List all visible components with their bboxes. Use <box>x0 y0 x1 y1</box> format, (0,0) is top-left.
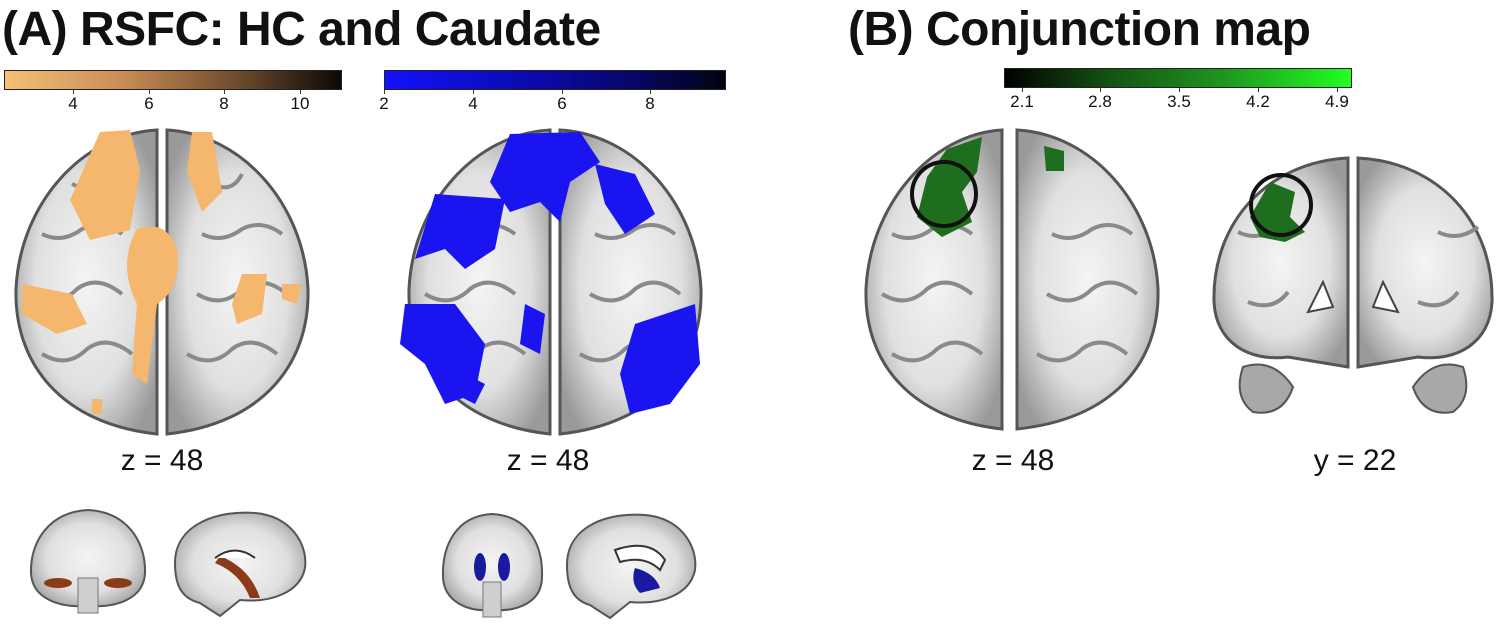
axial-brain-caudate <box>400 128 703 436</box>
colorbar-caudate-tick: 6 <box>557 94 567 113</box>
seed-hc-coronal <box>29 508 147 614</box>
colorbar-caudate <box>384 70 726 90</box>
coronal-brain-conjunction <box>1212 156 1494 414</box>
axial-brain-hc <box>14 128 310 436</box>
colorbar-hc-tick: 10 <box>290 94 310 113</box>
colorbar-caudate-tick: 8 <box>645 94 655 113</box>
colorbar-caudate-tick: 4 <box>468 94 478 113</box>
axial-brain-conjunction <box>864 128 1160 431</box>
slice-label-hc: z = 48 <box>120 444 204 477</box>
colorbar-hc-tick: 6 <box>144 94 154 113</box>
conjunction-overlay-coronal <box>1250 182 1305 242</box>
colorbar-conjunction-tick: 3.5 <box>1167 92 1191 111</box>
slice-label-caudate: z = 48 <box>506 444 590 477</box>
colorbar-conjunction-tick: 4.9 <box>1325 92 1349 111</box>
colorbar-conjunction <box>1004 68 1352 88</box>
colorbar-hc-tick: 8 <box>219 94 229 113</box>
seed-caudate-sagittal <box>565 513 697 620</box>
highlight-circle <box>910 160 978 228</box>
colorbar-conjunction-tick: 2.1 <box>1010 92 1034 111</box>
colorbar-hc <box>4 70 342 90</box>
panel-b-title: (B) Conjunction map <box>848 3 1311 56</box>
colorbar-conjunction-tick: 4.2 <box>1246 92 1270 111</box>
seed-hc-sagittal <box>173 511 307 618</box>
slice-label-conjunction-axial: z = 48 <box>971 444 1055 477</box>
colorbar-caudate-tick: 2 <box>379 94 389 113</box>
colorbar-conjunction-tick: 2.8 <box>1088 92 1112 111</box>
seed-caudate-coronal <box>441 512 544 618</box>
colorbar-hc-tick: 4 <box>68 94 78 113</box>
slice-label-conjunction-coronal: y = 22 <box>1313 444 1397 477</box>
caudate-overlay <box>400 132 700 414</box>
highlight-circle <box>1249 173 1313 237</box>
panel-a-title: (A) RSFC: HC and Caudate <box>2 3 601 56</box>
hc-overlay <box>22 130 302 414</box>
conjunction-overlay <box>917 137 1064 237</box>
